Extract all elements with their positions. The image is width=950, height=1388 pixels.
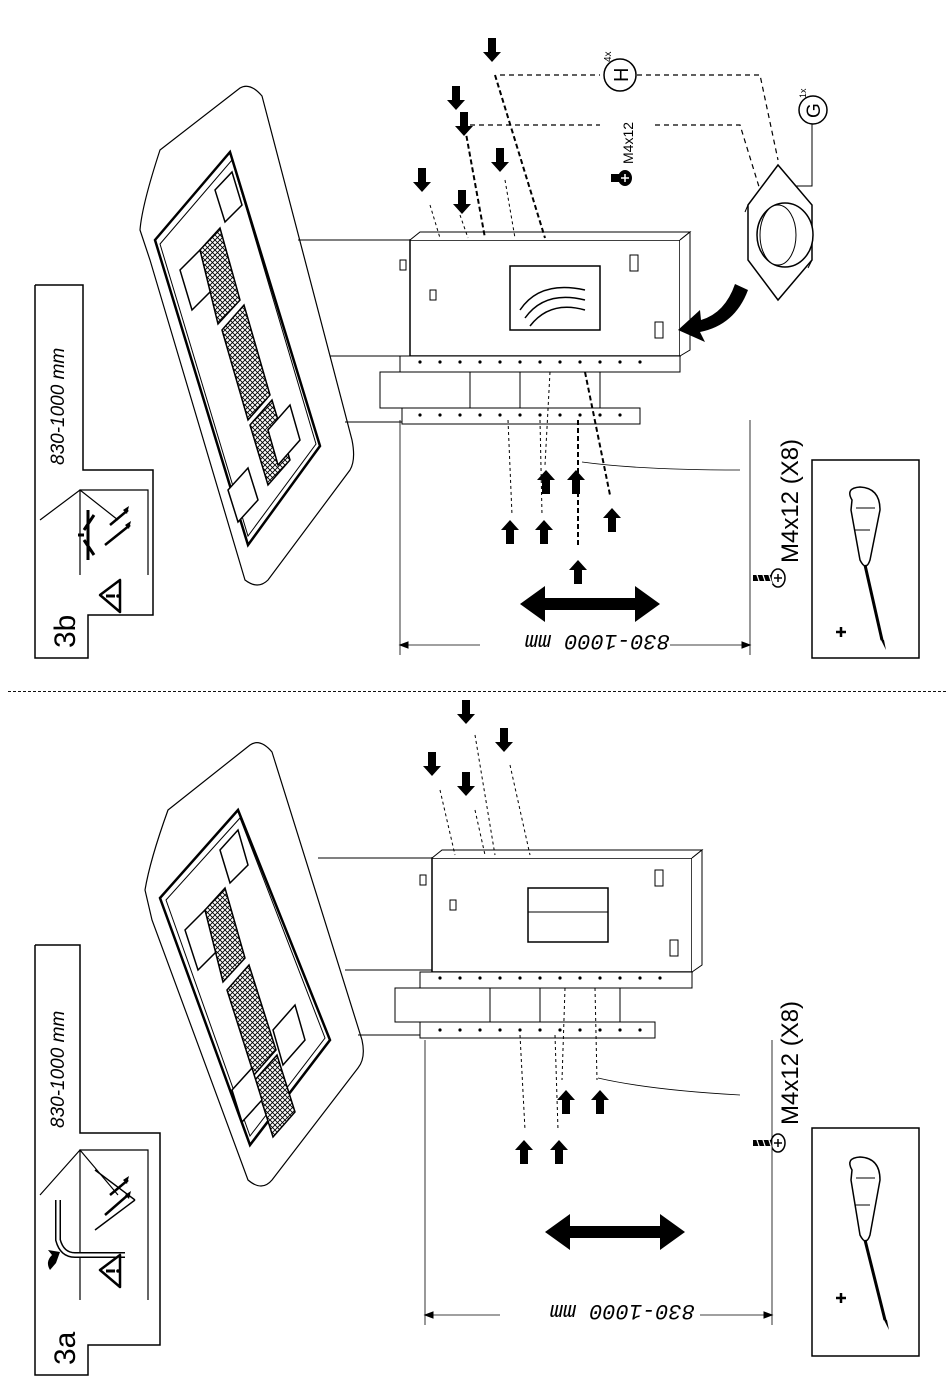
hood-canopy-3a	[145, 743, 363, 1186]
screw-callout-3b: M4x12 (X8)	[777, 439, 804, 563]
warning-pictogram-3a	[40, 1150, 148, 1300]
part-h-callout: H 4x M4x12	[470, 51, 778, 190]
range-label-3b: 830-1000 mm	[48, 348, 69, 465]
part-h-label: H	[611, 68, 633, 82]
screw-callout-3a: M4x12 (X8)	[777, 1001, 804, 1125]
screws-lower-3b	[508, 372, 610, 545]
screw-arrows-upper-3a	[423, 700, 513, 796]
screw-small-label: M4x12	[620, 122, 636, 164]
screws-upper-3b	[430, 75, 545, 238]
panel-3b: 3b 830-1000 mm	[35, 38, 919, 658]
flange-adapter	[745, 165, 813, 300]
step-number-3a: 3a	[49, 1331, 82, 1365]
step-number-3b: 3b	[49, 615, 82, 648]
screws-lower-3a	[520, 988, 597, 1130]
dimension-line-3b	[400, 420, 750, 655]
screw-arrows-lower-3b	[501, 470, 621, 584]
dimension-line-3a	[425, 1040, 772, 1325]
hood-canopy-3b	[140, 86, 354, 585]
step-frame-3b: 3b 830-1000 mm	[35, 285, 153, 658]
adjust-arrow-3a	[545, 1214, 685, 1250]
warning-triangle-icon	[100, 580, 120, 612]
part-g-callout: G 1x	[790, 88, 827, 186]
part-h-quantity: 4x	[603, 51, 614, 62]
tool-box-3a	[812, 1128, 919, 1356]
screw-icon-3a	[753, 1134, 785, 1152]
part-g-label: G	[804, 103, 825, 118]
screws-upper-3a	[440, 735, 530, 855]
warning-triangle-icon	[100, 1255, 120, 1287]
screw-arrows-upper-3b	[413, 38, 509, 214]
screw-h-icon	[611, 170, 632, 186]
screw-arrows-lower-3a	[515, 1090, 609, 1164]
warning-pictogram-3b	[40, 490, 148, 612]
screw-icon-3b	[753, 569, 785, 587]
dimension-label-3b: 830-1000 mm	[525, 628, 670, 653]
dimension-label-3a: 830-1000 mm	[550, 1298, 695, 1323]
step-frame-3a: 3a 830-1000 mm	[35, 945, 160, 1375]
chimney-frame-3b	[298, 232, 690, 424]
adjust-arrow-3b	[520, 580, 660, 622]
chimney-frame-3a	[318, 850, 702, 1038]
tool-box-3b	[812, 460, 919, 658]
part-g-quantity: 1x	[798, 88, 808, 98]
range-label-3a: 830-1000 mm	[48, 1011, 69, 1128]
panel-3a: 3a 830-1000 mm	[35, 700, 919, 1375]
panel-divider	[8, 691, 946, 692]
